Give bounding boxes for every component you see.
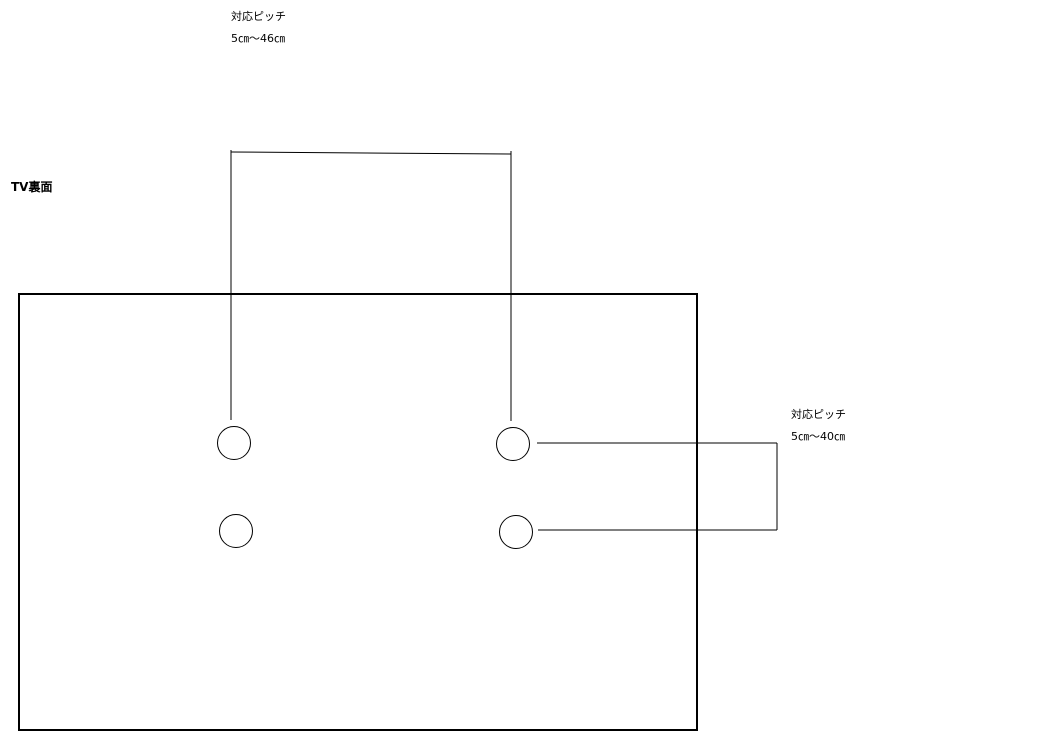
horizontal-pitch-range: 5㎝～46㎝ (231, 32, 285, 45)
horizontal-pitch-title: 対応ピッチ (231, 10, 286, 23)
mount-hole-bottom-left (219, 514, 253, 548)
mount-hole-bottom-right (499, 515, 533, 549)
mount-hole-top-right (496, 427, 530, 461)
tv-back-label: TV裏面 (11, 180, 53, 194)
horizontal-bracket-top (230, 151, 512, 155)
horizontal-pitch-label: 対応ピッチ 5㎝～46㎝ (231, 6, 286, 50)
vertical-pitch-title: 対応ピッチ (791, 408, 846, 421)
vertical-pitch-range: 5㎝～40㎝ (791, 430, 845, 443)
vertical-pitch-label: 対応ピッチ 5㎝～40㎝ (791, 404, 846, 448)
tv-outline (18, 293, 698, 731)
mount-hole-top-left (217, 426, 251, 460)
